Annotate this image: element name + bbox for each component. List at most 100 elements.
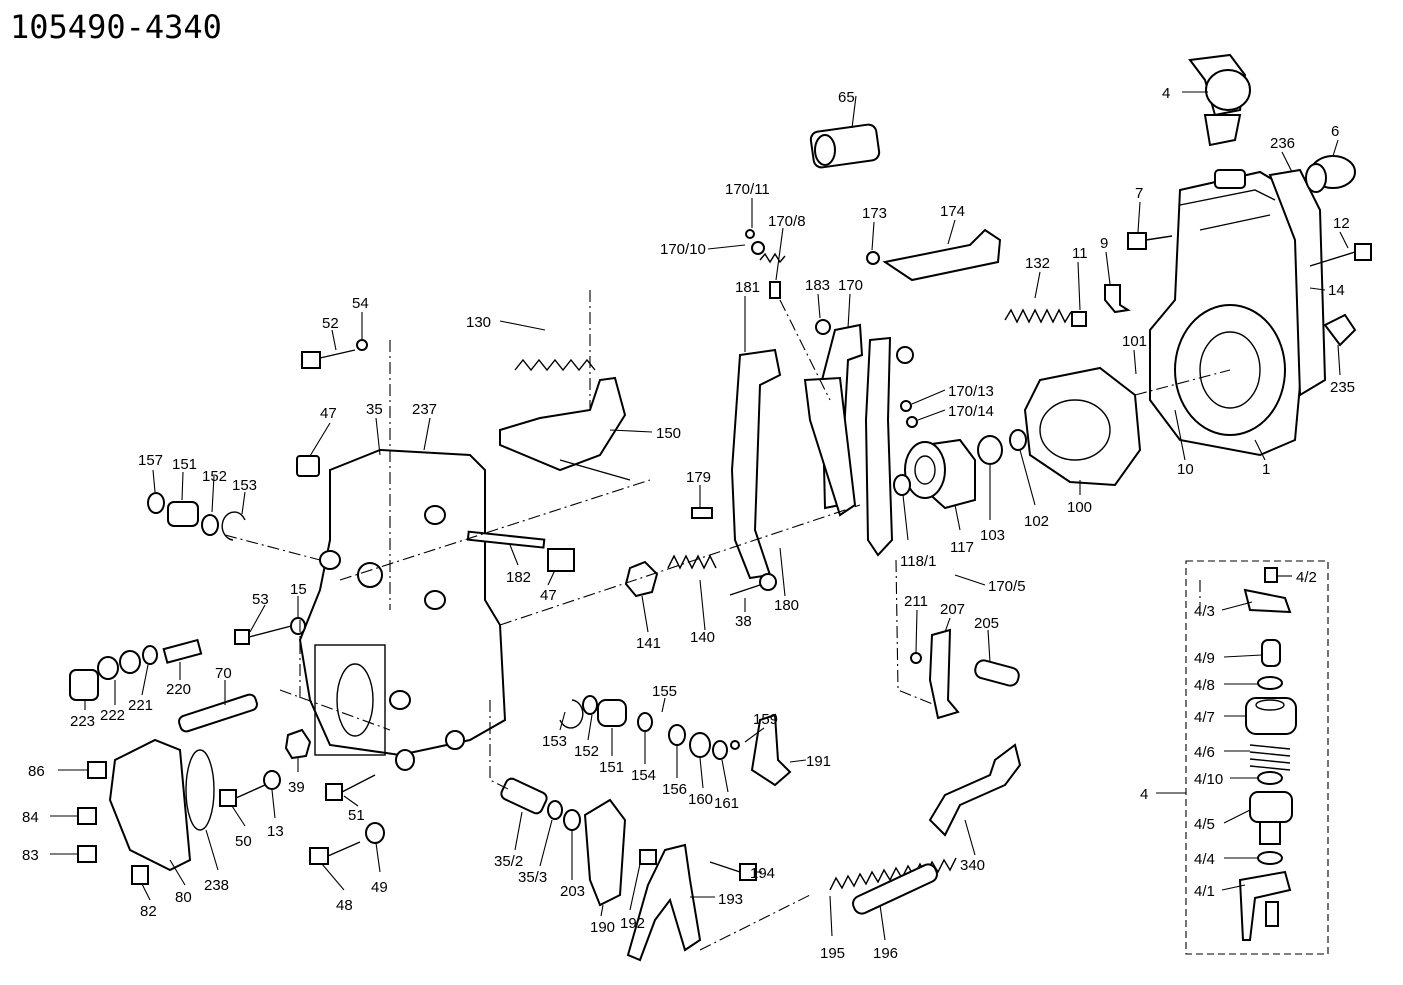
- callout-205: 205: [974, 615, 999, 632]
- pump-housing-part: [1149, 169, 1307, 457]
- cap-part: [1305, 155, 1356, 193]
- plug-part: [500, 777, 548, 815]
- tube-196-part: [852, 863, 938, 915]
- callout-4-4: 4/4: [1194, 851, 1215, 868]
- callout-9: 9: [1100, 235, 1108, 252]
- bolt-part: [301, 351, 321, 369]
- gasket-238-part: [185, 749, 215, 831]
- callout-161: 161: [714, 795, 739, 812]
- washer-part: [142, 645, 158, 665]
- callout-191: 191: [806, 753, 831, 770]
- callout-12: 12: [1333, 215, 1350, 232]
- nut-part: [896, 346, 914, 364]
- callout-35-3: 35/3: [518, 869, 547, 886]
- callout-183: 183: [805, 277, 830, 294]
- callout-221: 221: [128, 697, 153, 714]
- clip-part: [1323, 313, 1357, 347]
- callout-35: 35: [366, 401, 383, 418]
- callout-141: 141: [636, 635, 661, 652]
- nut-39-part: [284, 728, 312, 760]
- bolt-part: [131, 865, 149, 885]
- callout-117: 117: [950, 539, 974, 556]
- adjusting-screw-part: [162, 638, 203, 664]
- nut-part: [119, 650, 141, 674]
- callout-4: 4: [1162, 85, 1170, 102]
- pin-part: [769, 281, 781, 299]
- callout-4-5: 4/5: [1194, 816, 1215, 833]
- callout-153-bot: 153: [542, 733, 567, 750]
- callout-4-2: 4/2: [1296, 569, 1317, 586]
- callout-195: 195: [820, 945, 845, 962]
- callout-222: 222: [100, 707, 125, 724]
- lever-190-part: [583, 798, 627, 907]
- callout-103: 103: [980, 527, 1005, 544]
- callout-140: 140: [690, 629, 715, 646]
- callout-4-6: 4/6: [1194, 744, 1215, 761]
- stop-lever-part: [1188, 53, 1251, 147]
- washer-part: [745, 229, 755, 239]
- pin-part: [691, 507, 713, 519]
- callout-4-9: 4/9: [1194, 650, 1215, 667]
- callout-181: 181: [735, 279, 760, 296]
- callout-154: 154: [631, 767, 656, 784]
- spring-140-part: [667, 554, 717, 570]
- callout-39: 39: [288, 779, 305, 796]
- spring-part: [1004, 308, 1072, 324]
- callout-4-3: 4/3: [1194, 603, 1215, 620]
- bolt-part: [234, 629, 250, 645]
- rod-part: [466, 530, 546, 549]
- nut-part: [365, 822, 385, 844]
- callout-4-10: 4/10: [1194, 771, 1223, 788]
- washer-part: [1009, 429, 1027, 451]
- callout-152-top: 152: [202, 468, 227, 485]
- washer-part: [563, 809, 581, 831]
- bolt-part: [547, 548, 575, 572]
- callout-223: 223: [70, 713, 95, 730]
- callout-170-5: 170/5: [988, 578, 1026, 595]
- callout-157: 157: [138, 452, 163, 469]
- bolt-part: [309, 847, 329, 865]
- callout-38: 38: [735, 613, 752, 630]
- callout-170-8: 170/8: [768, 213, 806, 230]
- callout-49: 49: [371, 879, 388, 896]
- nut-part: [866, 251, 880, 265]
- callout-192: 192: [620, 915, 645, 932]
- o-ring-part: [201, 514, 219, 536]
- callout-170-13: 170/13: [948, 383, 994, 400]
- cap-nut-part: [69, 669, 99, 701]
- bolt-70-part: [178, 693, 258, 733]
- callout-83: 83: [22, 847, 39, 864]
- callout-52: 52: [322, 315, 339, 332]
- callout-194: 194: [750, 865, 775, 882]
- lever-plate-part: [864, 336, 894, 557]
- lever-181-part: [730, 348, 782, 580]
- pin-205-part: [974, 659, 1020, 687]
- washer-part: [689, 732, 711, 758]
- callout-4-subassembly: 4: [1140, 786, 1148, 803]
- callout-4-7: 4/7: [1194, 709, 1215, 726]
- callout-84: 84: [22, 809, 39, 826]
- circlip-part: [559, 699, 584, 729]
- callout-80: 80: [175, 889, 192, 906]
- callout-173: 173: [862, 205, 887, 222]
- callout-203: 203: [560, 883, 585, 900]
- bracket-340-part: [928, 743, 1022, 837]
- callout-labels: 4 6 236 12 14 235 7 9 11 101 10 1 65 170…: [22, 85, 1355, 962]
- callout-4-8: 4/8: [1194, 677, 1215, 694]
- assembly-part-number: 105490-4340: [10, 8, 222, 46]
- callout-14: 14: [1328, 282, 1345, 299]
- callout-82: 82: [140, 903, 157, 920]
- lever-193-part: [626, 843, 702, 962]
- callout-10: 10: [1177, 461, 1194, 478]
- sleeve-65-part: [809, 123, 881, 169]
- callout-207: 207: [940, 601, 965, 618]
- callout-151-top: 151: [172, 456, 197, 473]
- sub-assembly-4-parts: [1238, 567, 1297, 941]
- callout-35-2: 35/2: [494, 853, 523, 870]
- callout-50: 50: [235, 833, 252, 850]
- bolt-part: [325, 783, 343, 801]
- callout-238: 238: [204, 877, 229, 894]
- nut-141-part: [624, 560, 659, 598]
- o-ring-part: [712, 740, 728, 760]
